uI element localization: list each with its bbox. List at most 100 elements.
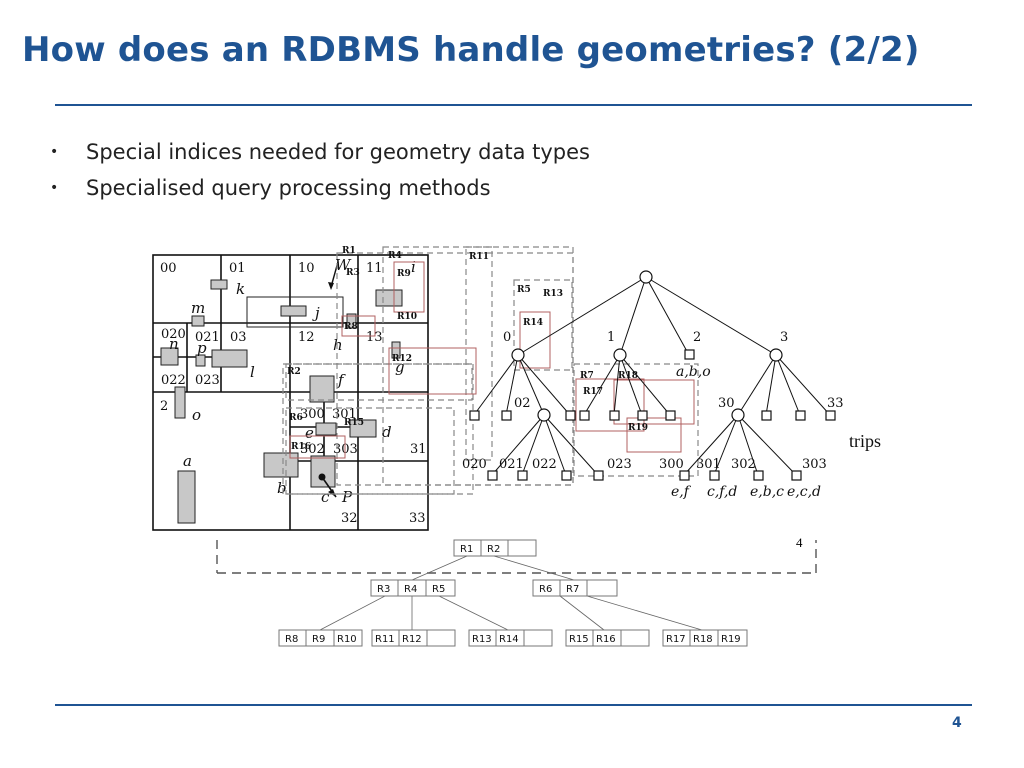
tree-leaf-objects: e,c,d	[787, 484, 821, 500]
frame-marker-label: 4	[796, 535, 803, 550]
tree-leaf-objects: e,f	[671, 484, 692, 500]
tree-leaf-objects: c,f,d	[707, 484, 737, 500]
mbr-label: R9	[397, 269, 411, 279]
tree-node-label: 300	[659, 457, 684, 472]
quad-label: 302	[300, 442, 325, 457]
object-label: P	[341, 488, 353, 506]
mbr-label: R13	[543, 289, 563, 299]
tree-node-label: 1	[607, 330, 615, 345]
rtree-entry: R6	[539, 584, 552, 595]
rtree-entry: R12	[402, 634, 422, 645]
rtree-entry: R18	[693, 634, 713, 645]
rtree-edges	[319, 555, 703, 631]
tree-leaf-objects: e,b,c	[750, 484, 784, 500]
tree-node-label: 022	[532, 457, 557, 472]
tree-node-label: 3	[780, 330, 788, 345]
rtree-entry: R9	[312, 634, 325, 645]
quad-label: 03	[230, 330, 247, 345]
object-label: l	[250, 363, 255, 381]
rtree-leaf-node: R13 R14	[468, 629, 553, 647]
quad-label: 33	[409, 511, 426, 526]
mbr-label: R7	[580, 371, 594, 381]
quad-label: 021	[195, 330, 220, 345]
tree-leaf-objects: a,b,o	[676, 364, 711, 380]
object-label: d	[382, 423, 392, 441]
mbr-label: R17	[583, 387, 603, 397]
quad-label: 2	[160, 399, 168, 414]
rtree-entry: R3	[377, 584, 390, 595]
quad-label: 022	[161, 373, 186, 388]
bullet-text: Specialised query processing methods	[86, 176, 491, 200]
quad-label: 31	[410, 442, 427, 457]
spatial-objects	[160, 279, 403, 524]
spatial-index-diagram: 4 00 01 10 11 020 021 03 12 13 022 023 2…	[152, 246, 881, 647]
object-label: m	[191, 299, 205, 317]
mbr-label: R8	[344, 322, 358, 332]
mbr-label: R12	[392, 354, 412, 364]
object-label: f	[337, 371, 346, 389]
object-label: c	[321, 488, 330, 506]
quad-label: 32	[341, 511, 358, 526]
object-label: o	[192, 406, 201, 424]
bullet-text: Special indices needed for geometry data…	[86, 140, 590, 164]
quad-label: 300	[300, 407, 325, 422]
mbr-label: R2	[287, 367, 301, 377]
rtree-entry: R2	[487, 544, 500, 555]
rtree-entry: R5	[432, 584, 445, 595]
rtree-entry: R14	[499, 634, 519, 645]
object-label: g	[395, 358, 405, 376]
mbr-label: R14	[523, 318, 543, 328]
rtree-entry: R16	[596, 634, 616, 645]
tree-node-label: 020	[462, 457, 487, 472]
object-label: n	[169, 335, 179, 353]
quadtree-nodes	[469, 270, 836, 481]
mbr-label: R16	[291, 442, 311, 452]
rtree-entry: R19	[721, 634, 741, 645]
mbr-label: R1	[342, 246, 356, 256]
footer-rule	[55, 704, 972, 706]
object-label: a	[183, 452, 192, 470]
tree-node-label: 023	[607, 457, 632, 472]
tree-node-label: 302	[731, 457, 756, 472]
object-label: h	[333, 336, 343, 354]
mbr-label: R11	[469, 252, 489, 262]
rtree-entry: R4	[404, 584, 417, 595]
rtree-entry: R11	[375, 634, 395, 645]
mbr-label: R6	[289, 413, 303, 423]
rtree-entry: R10	[337, 634, 357, 645]
spatial-index-figure: 4 00 01 10 11 020 021 03 12 13 022 023 2…	[140, 240, 900, 652]
title-underline	[55, 104, 972, 106]
rtree-leaf-node: R15 R16	[565, 629, 650, 647]
tree-node-label: 301	[696, 457, 721, 472]
tree-node-label: 0	[503, 330, 511, 345]
page-number: 4	[952, 715, 962, 731]
mbr-label: R19	[628, 423, 648, 433]
quad-label: 023	[195, 373, 220, 388]
quad-label: 13	[366, 330, 383, 345]
quad-label: 10	[298, 261, 315, 276]
tree-node-label: 30	[718, 396, 735, 411]
object-label: e	[305, 424, 314, 442]
rtree-leaf-node: R8 R9 R10	[278, 629, 363, 647]
object-label: j	[312, 304, 320, 322]
quadtree-grid	[152, 254, 429, 531]
object-label: p	[197, 339, 207, 357]
mbr-label: R15	[344, 418, 364, 428]
tree-node-label: 33	[827, 396, 844, 411]
rtree-leaf-node: R17 R18 R19	[662, 629, 748, 647]
quad-label: 01	[229, 261, 246, 276]
mbr-label: R3	[346, 268, 360, 278]
bullet-dot-icon: •	[50, 144, 59, 160]
mbr-label: R5	[517, 285, 531, 295]
object-label: W	[335, 256, 352, 274]
object-label: i	[411, 258, 416, 276]
bullet-dot-icon: •	[50, 180, 59, 196]
rtree-level1-node: R6 R7	[532, 579, 618, 597]
tree-node-label: 02	[514, 396, 531, 411]
rtree-entry: R13	[472, 634, 492, 645]
object-label: k	[236, 280, 245, 298]
object-label: b	[277, 479, 287, 497]
mbr-label: R4	[388, 251, 402, 261]
tree-node-label: 2	[693, 330, 701, 345]
quad-label: 00	[160, 261, 177, 276]
